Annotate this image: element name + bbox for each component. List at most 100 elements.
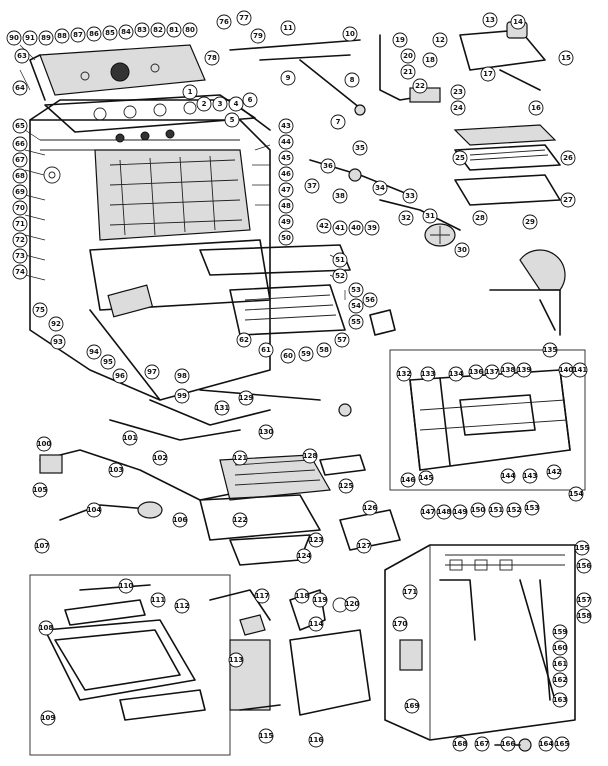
callout-number: 45: [281, 154, 291, 162]
callout: 90: [6, 30, 22, 46]
callout-number: 148: [437, 508, 452, 516]
callout: 115: [258, 728, 274, 744]
callout-number: 90: [9, 34, 19, 42]
callout-number: 68: [15, 172, 25, 180]
callout: 15: [558, 50, 574, 66]
range-rear-view: [384, 544, 576, 752]
callout-number: 125: [339, 482, 354, 490]
callout: 8: [344, 72, 360, 88]
callout: 129: [238, 390, 254, 406]
callout-number: 146: [401, 476, 416, 484]
callout: 146: [400, 472, 416, 488]
callout: 148: [436, 504, 452, 520]
callout-number: 1: [188, 88, 193, 96]
misc-brackets: [199, 389, 401, 551]
callout: 69: [12, 184, 28, 200]
callout: 100: [36, 436, 52, 452]
callout: 84: [118, 24, 134, 40]
callout: 142: [546, 464, 562, 480]
callout: 104: [86, 502, 102, 518]
callout: 109: [40, 710, 56, 726]
callout-number: 5: [230, 116, 235, 124]
callout: 133: [420, 366, 436, 382]
callout: 44: [278, 134, 294, 150]
broiler-pan-set: [453, 124, 561, 206]
callout: 162: [552, 672, 568, 688]
callout: 1: [182, 84, 198, 100]
callout: 166: [500, 736, 516, 752]
callout-number: 26: [563, 154, 573, 162]
callout-number: 108: [39, 624, 54, 632]
callout: 91: [22, 30, 38, 46]
callout: 59: [298, 346, 314, 362]
callout: 56: [362, 292, 378, 308]
callout: 145: [418, 470, 434, 486]
callout-number: 4: [234, 100, 239, 108]
callout: 58: [316, 342, 332, 358]
callout-number: 44: [281, 138, 291, 146]
door-panel: [149, 309, 396, 426]
callout-number: 145: [419, 474, 434, 482]
callout-number: 151: [489, 506, 504, 514]
callout-number: 160: [553, 644, 568, 652]
callout-number: 157: [577, 596, 592, 604]
callout-number: 143: [523, 472, 538, 480]
callout: 65: [12, 118, 28, 134]
callout-number: 142: [547, 468, 562, 476]
thermostat-tubing: [39, 419, 251, 521]
callout-number: 65: [15, 122, 25, 130]
callout: 147: [420, 504, 436, 520]
callout: 158: [576, 608, 592, 624]
callout: 80: [182, 22, 198, 38]
callout: 14: [510, 14, 526, 30]
callout: 13: [482, 12, 498, 28]
callout-number: 80: [185, 26, 195, 34]
callout-number: 60: [283, 352, 293, 360]
callout: 61: [258, 342, 274, 358]
callout: 48: [278, 198, 294, 214]
callout-number: 116: [309, 736, 324, 744]
callout: 150: [470, 502, 486, 518]
callout-number: 99: [177, 392, 187, 400]
callout-number: 19: [395, 36, 405, 44]
callout-number: 167: [475, 740, 490, 748]
callout: 96: [112, 368, 128, 384]
callout-number: 75: [35, 306, 45, 314]
callout-number: 67: [15, 156, 25, 164]
callout: 155: [574, 540, 590, 556]
callout-number: 24: [453, 104, 463, 112]
callout: 121: [232, 450, 248, 466]
callout: 81: [166, 22, 182, 38]
callout: 83: [134, 22, 150, 38]
callout-number: 120: [345, 600, 360, 608]
callout: 164: [538, 736, 554, 752]
callout-number: 165: [555, 740, 570, 748]
callout: 153: [524, 500, 540, 516]
callout-number: 53: [351, 286, 361, 294]
callout-number: 139: [517, 366, 532, 374]
callout: 163: [552, 692, 568, 708]
broiler-plate: [199, 454, 331, 566]
callout-number: 103: [109, 466, 124, 474]
callout-number: 57: [337, 336, 347, 344]
callout: 24: [450, 100, 466, 116]
callout-number: 126: [363, 504, 378, 512]
callout-number: 11: [283, 24, 293, 32]
callout-number: 69: [15, 188, 25, 196]
callout: 78: [204, 50, 220, 66]
callout-number: 98: [177, 372, 187, 380]
callout-number: 8: [350, 76, 355, 84]
callout: 68: [12, 168, 28, 184]
callout: 106: [172, 512, 188, 528]
callout: 53: [348, 282, 364, 298]
callout-number: 119: [313, 596, 328, 604]
callout-number: 135: [543, 346, 558, 354]
callout-number: 100: [37, 440, 52, 448]
callout: 161: [552, 656, 568, 672]
callout-number: 166: [501, 740, 516, 748]
callout: 105: [32, 482, 48, 498]
callout-number: 149: [453, 508, 468, 516]
callout: 37: [304, 178, 320, 194]
callout-number: 21: [403, 68, 413, 76]
callout: 75: [32, 302, 48, 318]
